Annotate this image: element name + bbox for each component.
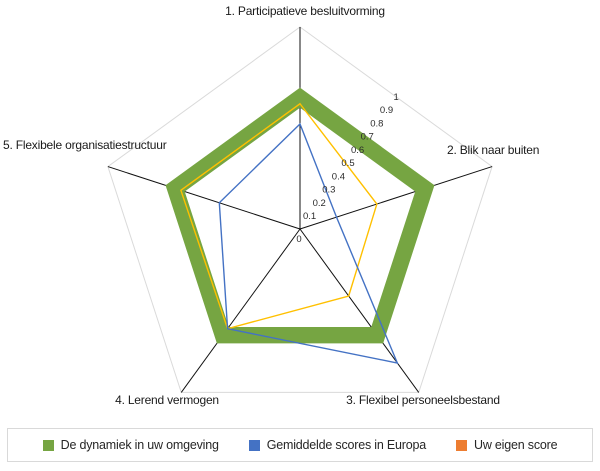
axis-label-lerend-vermogen: 4. Lerend vermogen — [115, 393, 219, 407]
value-tick-label: 0.2 — [313, 198, 326, 209]
legend-label-eigen-score: Uw eigen score — [474, 438, 558, 452]
value-tick-label: 0.7 — [361, 132, 374, 143]
legend-item-dynamiek: De dynamiek in uw omgeving — [42, 438, 219, 452]
axis-spoke — [180, 228, 301, 393]
legend-item-europa: Gemiddelde scores in Europa — [248, 438, 426, 452]
value-tick-label: 0.6 — [351, 145, 364, 156]
value-tick-label: 0.4 — [332, 171, 345, 182]
axis-label-blik-naar-buiten: 2. Blik naar buiten — [447, 143, 540, 157]
axis-spoke — [107, 166, 301, 230]
series-line-gemiddelde-europa — [218, 122, 399, 364]
axis-label-participatieve-besluitvorming: 1. Participatieve besluitvorming — [225, 4, 385, 18]
value-tick-label: 0.8 — [370, 118, 383, 129]
legend-swatch-blue-icon — [248, 439, 260, 451]
legend-swatch-green-icon — [42, 439, 54, 451]
series-line-uw-eigen-score — [180, 102, 378, 330]
axis-label-flexibel-personeelsbestand: 3. Flexibel personeelsbestand — [346, 393, 500, 407]
value-tick-label: 1 — [393, 92, 398, 103]
axis-label-flexibele-organisatiestructuur: 5. Flexibele organisatiestructuur — [3, 138, 167, 152]
axis-spoke — [299, 166, 493, 230]
legend-swatch-orange-icon — [456, 439, 467, 451]
grid-outline — [107, 26, 493, 393]
value-tick-label: 0.1 — [303, 211, 316, 222]
series-band-de-dynamiek — [165, 87, 435, 344]
axis-spoke — [299, 228, 420, 393]
legend-item-eigen-score: Uw eigen score — [456, 438, 558, 452]
chart-legend: De dynamiek in uw omgeving Gemiddelde sc… — [7, 428, 593, 462]
legend-label-europa: Gemiddelde scores in Europa — [266, 438, 426, 452]
value-tick-label: 0.3 — [322, 185, 335, 196]
value-tick-label: 0.5 — [341, 158, 354, 169]
value-tick-label: 0 — [296, 234, 301, 245]
legend-label-dynamiek: De dynamiek in uw omgeving — [60, 438, 219, 452]
value-tick-label: 0.9 — [380, 105, 393, 116]
